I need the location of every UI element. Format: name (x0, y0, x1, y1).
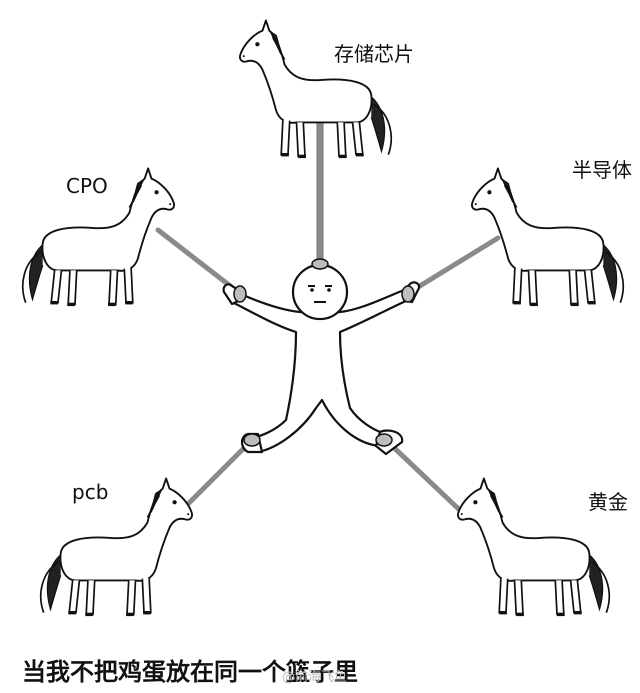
label-semiconductor: 半导体 (572, 158, 632, 182)
label-gold: 黄金 (588, 490, 628, 514)
stick-figure-head (291, 263, 349, 321)
rope-lower-right (385, 439, 469, 519)
label-pcb: pcb (72, 480, 109, 504)
rope-upper-right (407, 235, 501, 295)
rope-lower-left (183, 437, 255, 509)
watermark: @前海飞鱼 (282, 670, 348, 685)
knot-head (311, 258, 329, 270)
caption: 当我不把鸡蛋放在同一个篮子里 (22, 658, 358, 686)
stick-figure (222, 263, 421, 456)
horse-lower-right (457, 477, 611, 618)
label-cpo: CPO (66, 174, 108, 198)
rope-upper-left (155, 227, 241, 295)
label-storage-chips: 存储芯片 (334, 42, 414, 66)
horse-lower-left (39, 477, 193, 618)
ropes (155, 117, 501, 519)
